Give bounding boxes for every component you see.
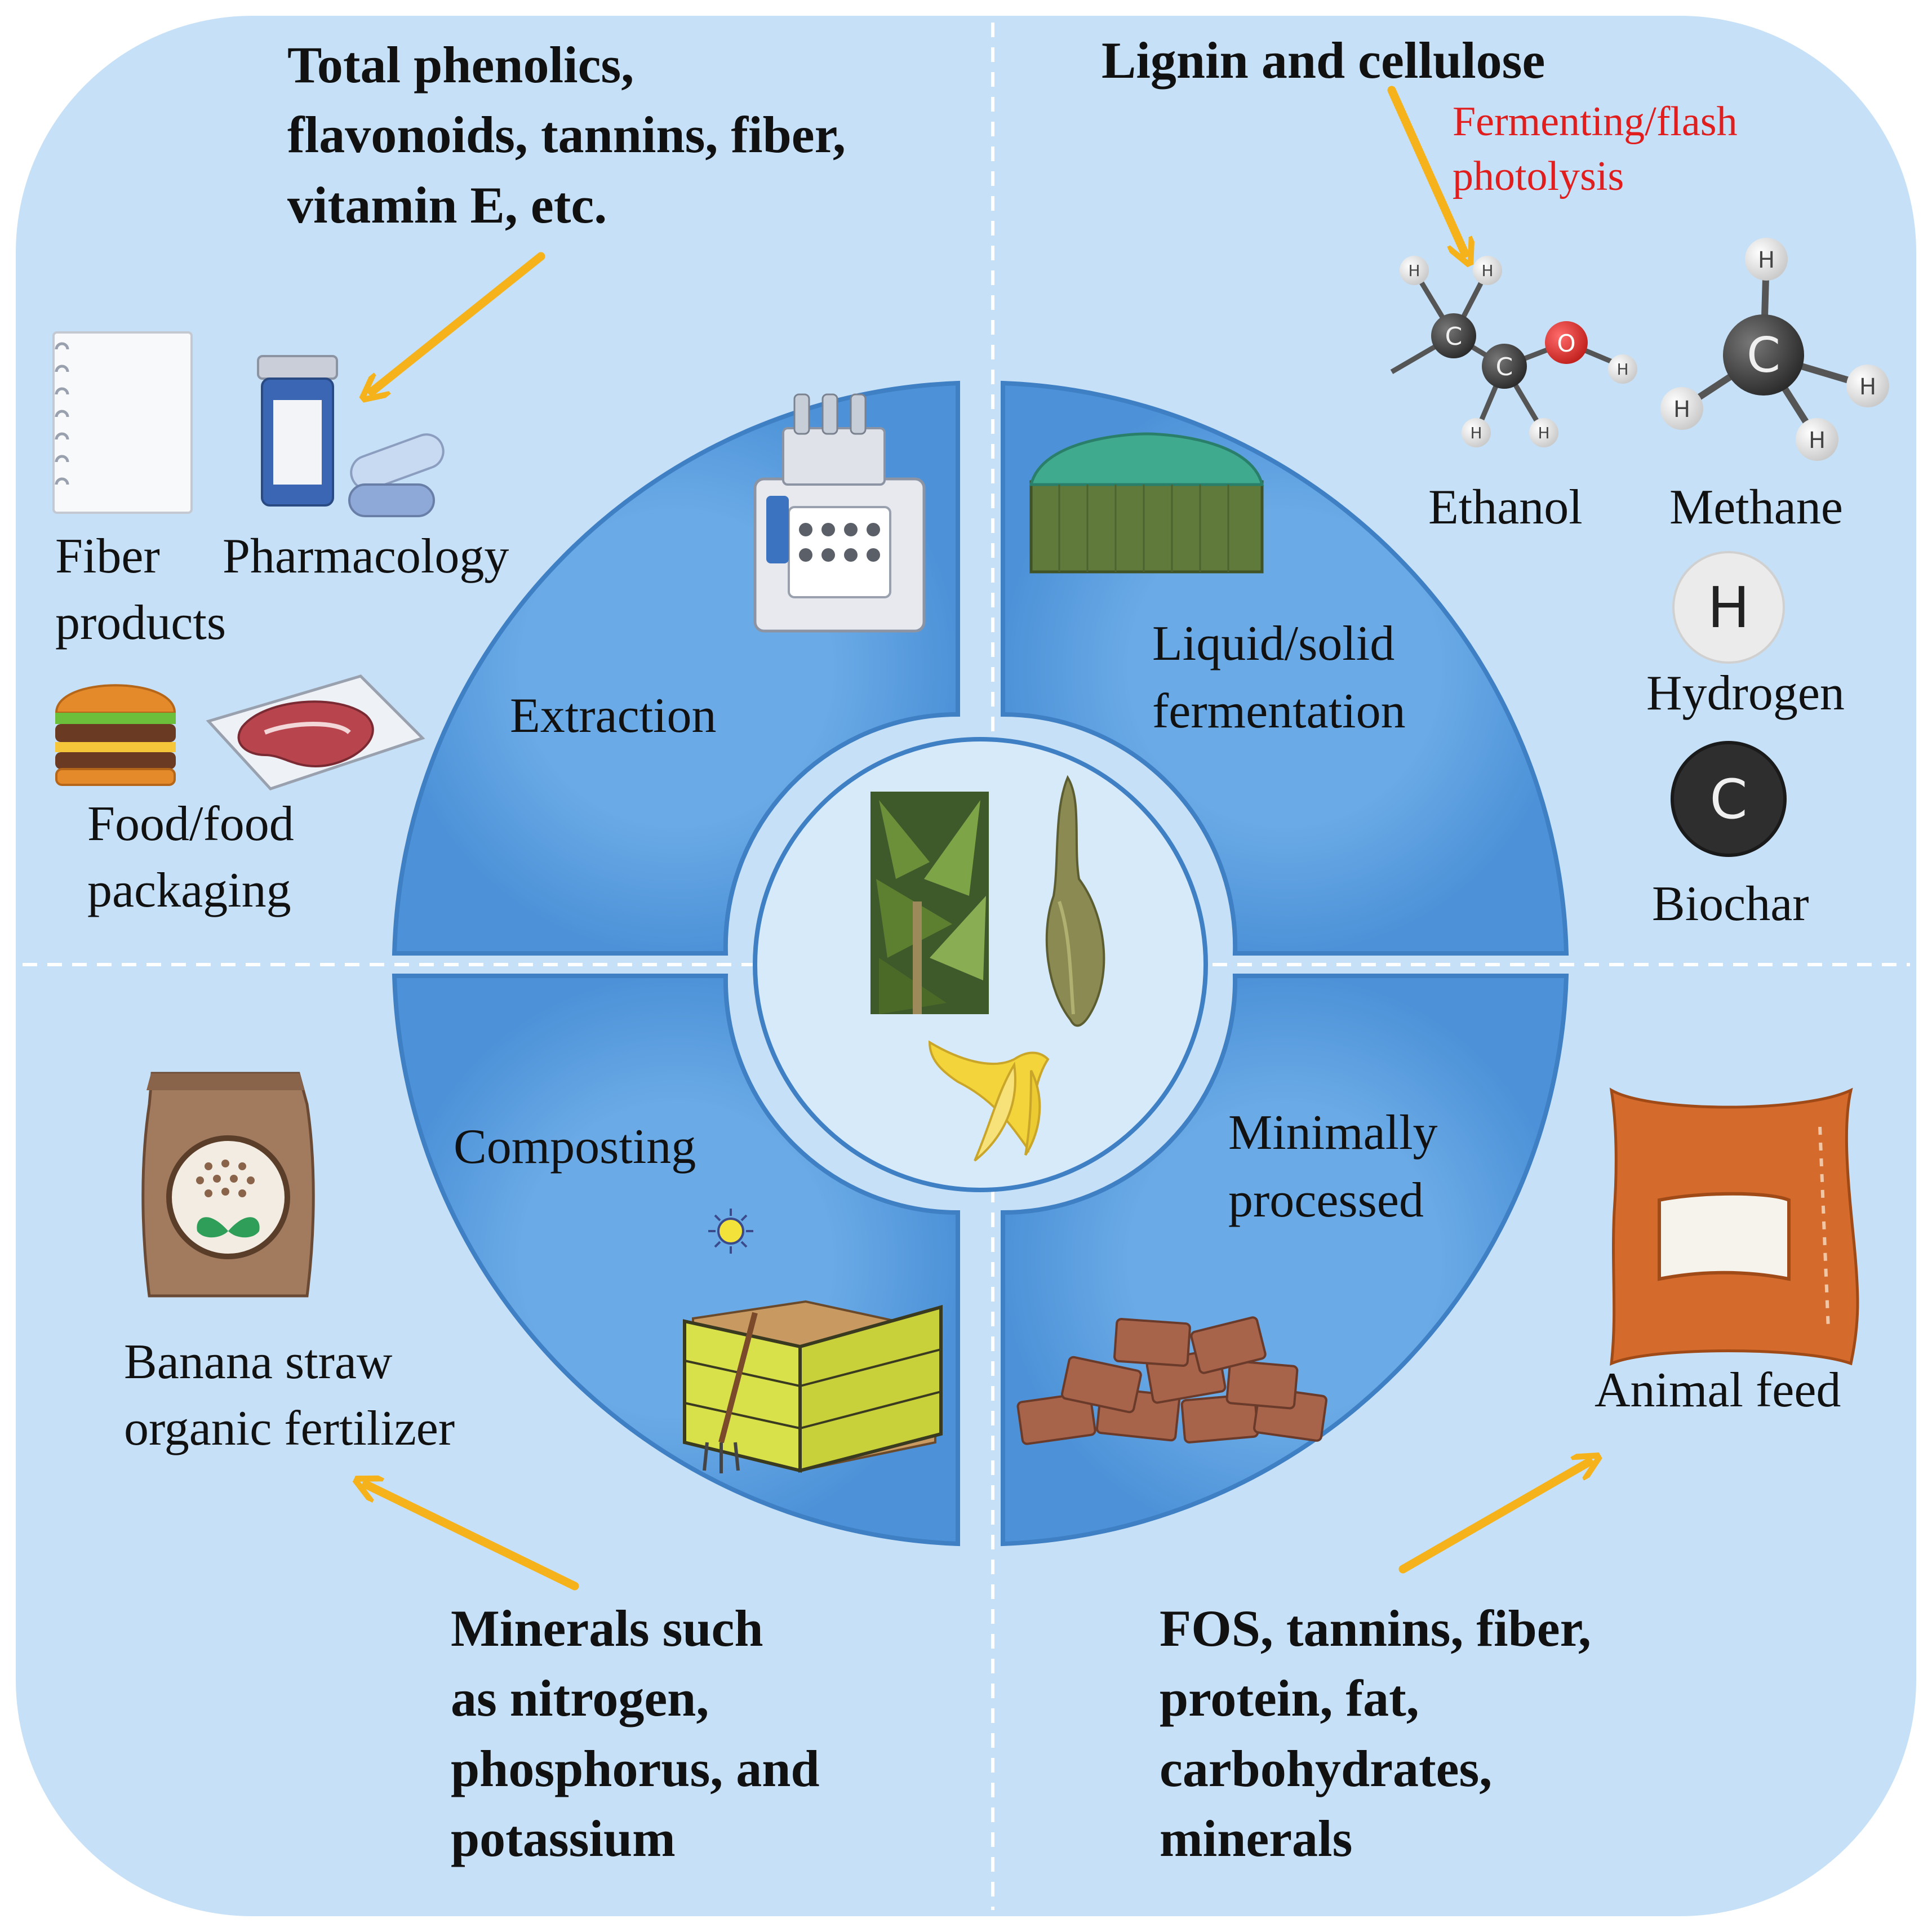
fermentation-label: Liquid/solid fermentation bbox=[1152, 614, 1406, 741]
minerals-line: phosphorus, and bbox=[451, 1739, 820, 1797]
fiber-products-line: products bbox=[55, 595, 226, 650]
animal-feed-label: Animal feed bbox=[1595, 1363, 1841, 1418]
arrow-nutrients-to-products bbox=[372, 252, 545, 392]
extraction-label: Extraction bbox=[510, 689, 717, 743]
composting-label: Composting bbox=[454, 1120, 696, 1174]
burger-icon bbox=[55, 684, 176, 786]
fertilizer-label: Banana straw organic fertilizer bbox=[124, 1333, 455, 1458]
minimal-label: Minimally processed bbox=[1228, 1103, 1438, 1230]
atom-h-label: H bbox=[1538, 424, 1549, 442]
minimal-line: processed bbox=[1228, 1172, 1424, 1228]
food-packaging-line: Food/food bbox=[87, 797, 294, 851]
atom-h-label: H bbox=[1616, 360, 1628, 379]
pill-bottle-icon bbox=[257, 355, 445, 517]
atom-h-label: H bbox=[1809, 428, 1826, 454]
atom-o-label: O bbox=[1557, 330, 1575, 357]
fermentation-line: Liquid/solid bbox=[1152, 616, 1395, 671]
process-line: photolysis bbox=[1453, 153, 1624, 199]
minimal-line: Minimally bbox=[1228, 1105, 1438, 1160]
meat-tray-icon bbox=[206, 674, 425, 790]
nutrients-line: Total phenolics, bbox=[287, 36, 634, 94]
atom-h-label: H bbox=[1673, 397, 1690, 423]
methane-label: Methane bbox=[1669, 480, 1843, 535]
process-line: Fermenting/flash bbox=[1453, 99, 1738, 145]
arrow-lignin-to-ethanol bbox=[1387, 86, 1465, 254]
fertilizer-line: organic fertilizer bbox=[124, 1401, 455, 1456]
feed-sack-icon bbox=[1609, 1087, 1859, 1366]
fiber-products-line: Fiber bbox=[55, 529, 160, 584]
minerals-line: Minerals such bbox=[451, 1600, 763, 1657]
atom-c-label: C bbox=[1747, 327, 1780, 384]
feed-nutrients-line: minerals bbox=[1160, 1810, 1353, 1868]
notebook-icon bbox=[52, 331, 193, 514]
feed-pellets-icon bbox=[1016, 1316, 1327, 1445]
hydrogen-label: Hydrogen bbox=[1646, 666, 1845, 721]
feed-nutrients-text: FOS, tannins, fiber, protein, fat, carbo… bbox=[1160, 1597, 1591, 1870]
atom-h-label: H bbox=[1470, 424, 1482, 442]
atom-h-label: H bbox=[1481, 261, 1493, 280]
methane-molecule-icon: H H H H C bbox=[1660, 238, 1889, 461]
atom-h-label: H bbox=[1707, 575, 1749, 641]
biochar-label: Biochar bbox=[1652, 877, 1809, 931]
atom-h-label: H bbox=[1758, 247, 1775, 273]
process-label: Fermenting/flash photolysis bbox=[1453, 97, 1738, 202]
banana-peel-image bbox=[928, 1040, 1050, 1162]
atom-h-label: H bbox=[1408, 261, 1420, 280]
minerals-text: Minerals such as nitrogen, phosphorus, a… bbox=[451, 1597, 820, 1870]
banana-leaves-image bbox=[870, 792, 989, 1014]
pharmacology-label: Pharmacology bbox=[223, 529, 509, 584]
atom-c-label: C bbox=[1496, 353, 1513, 381]
fiber-products-label: Fiber products bbox=[55, 527, 226, 652]
feed-nutrients-line: FOS, tannins, fiber, bbox=[1160, 1600, 1592, 1657]
atom-h-label: H bbox=[1859, 374, 1876, 400]
food-packaging-line: packaging bbox=[87, 863, 291, 918]
nutrients-line: vitamin E, etc. bbox=[287, 176, 607, 234]
biochar-icon: C bbox=[1671, 741, 1787, 857]
fertilizer-line: Banana straw bbox=[124, 1335, 393, 1389]
top-left-nutrients: Total phenolics, flavonoids, tannins, fi… bbox=[287, 34, 846, 236]
feed-nutrients-line: carbohydrates, bbox=[1160, 1739, 1493, 1797]
biogas-digester-icon bbox=[1029, 432, 1264, 574]
ethanol-molecule-icon: H H H H H C C O bbox=[1390, 256, 1637, 447]
microbe-icon bbox=[708, 1209, 753, 1254]
lignin-cellulose-title: Lignin and cellulose bbox=[1102, 32, 1545, 89]
arrow-nutrients-to-feed bbox=[1398, 1462, 1589, 1574]
minerals-line: potassium bbox=[451, 1810, 676, 1868]
arrows bbox=[366, 86, 1589, 1591]
atom-c-label: C bbox=[1709, 768, 1747, 831]
fermentation-line: fermentation bbox=[1152, 683, 1406, 739]
banana-flower-image bbox=[1045, 775, 1105, 1027]
ethanol-label: Ethanol bbox=[1428, 480, 1583, 535]
fertilizer-bag-icon bbox=[141, 1072, 315, 1298]
extraction-apparatus-icon bbox=[753, 393, 926, 633]
hydrogen-icon: H bbox=[1672, 551, 1785, 664]
nutrients-line: flavonoids, tannins, fiber, bbox=[287, 106, 846, 164]
compost-bin-icon bbox=[683, 1300, 943, 1473]
arrow-minerals-to-fertilizer bbox=[366, 1485, 579, 1591]
feed-nutrients-line: protein, fat, bbox=[1160, 1669, 1419, 1727]
food-packaging-label: Food/food packaging bbox=[87, 794, 294, 920]
minerals-line: as nitrogen, bbox=[451, 1669, 709, 1727]
atom-c-label: C bbox=[1445, 322, 1463, 351]
